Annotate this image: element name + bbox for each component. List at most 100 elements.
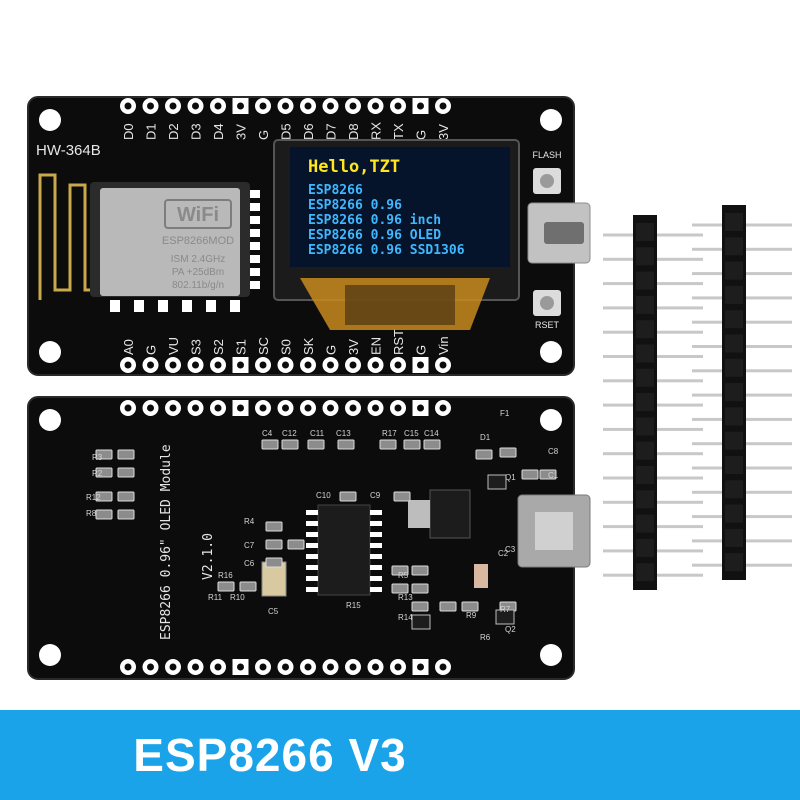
component-label: R4 (244, 517, 255, 526)
mount-hole (39, 644, 61, 666)
back-silk-title: ESP8266 0.96" OLED Module (159, 444, 174, 640)
component-label: C4 (262, 429, 273, 438)
component-label: C9 (370, 491, 381, 500)
pin-label: D5 (279, 123, 294, 140)
mount-hole (39, 341, 61, 363)
pin-label: S1 (234, 339, 249, 355)
pin-label: VU (166, 337, 181, 355)
pin-label: Vin (436, 336, 451, 355)
smd-component (95, 509, 113, 520)
smd-component (403, 439, 421, 450)
smd-component (439, 601, 457, 612)
component-label: C3 (505, 545, 516, 554)
smd-component (521, 469, 539, 480)
component-label: C15 (404, 429, 419, 438)
smd-component (95, 491, 113, 502)
oled-line-4: ESP8266 0.96 OLED (308, 228, 441, 243)
smd-component (265, 539, 283, 550)
oled-line-3: ESP8266 0.96 inch (308, 213, 441, 228)
component-label: C7 (244, 541, 255, 550)
pin-label: SK (301, 337, 316, 355)
pin-label: SC (256, 337, 271, 355)
pin-label: G (144, 345, 159, 355)
smd-component (411, 583, 429, 594)
component-label: R2 (92, 469, 103, 478)
smd-component (391, 565, 409, 576)
back-version: V2.1.0 (201, 533, 216, 580)
component-label: C11 (310, 429, 325, 438)
header-strip-right (692, 205, 792, 580)
module-spec-2: PA +25dBm (172, 267, 224, 278)
component-label: D1 (480, 433, 491, 442)
pin-label: TX (391, 123, 406, 140)
smd-component (499, 447, 517, 458)
pin-label: D8 (346, 123, 361, 140)
pin-label: RST (391, 329, 406, 355)
oled-line-2: ESP8266 0.96 (308, 198, 402, 213)
wifi-module: WiFi ESP8266MOD ISM 2.4GHz PA +25dBm 802… (90, 182, 250, 297)
pin-label: G (414, 130, 429, 140)
module-model: ESP8266MOD (162, 235, 234, 247)
component-label: R8 (86, 509, 97, 518)
component-label: C5 (268, 607, 279, 616)
header-strip-left (603, 215, 703, 590)
pin-label: 3V (436, 124, 451, 140)
transistor (411, 614, 431, 630)
transistor (495, 609, 515, 625)
usb-serial-chip (317, 504, 371, 596)
oled-line-1: ESP8266 (308, 183, 363, 198)
component-label: R5 (398, 571, 409, 580)
smd-component (117, 509, 135, 520)
component-label: Q2 (505, 625, 516, 634)
component-label: R14 (398, 613, 413, 622)
smd-component (287, 539, 305, 550)
component-label: R6 (480, 633, 491, 642)
oled-screen (290, 147, 510, 267)
back-board: ESP8266 0.96" OLED Module V2.1.0 R3R2R12… (27, 396, 591, 680)
smd-component (217, 581, 235, 592)
component-label: R16 (218, 571, 233, 580)
oled-display: Hello,TZT ESP8266 ESP8266 0.96 ESP8266 0… (273, 139, 520, 330)
component-label: R17 (382, 429, 397, 438)
component-label: C10 (316, 491, 331, 500)
pcb-antenna-icon (38, 173, 95, 300)
component-label: R7 (500, 605, 511, 614)
smd-component (265, 557, 283, 568)
wifi-logo-icon (164, 199, 232, 229)
pin-label: D1 (144, 123, 159, 140)
smd-component (423, 439, 441, 450)
product-banner: ESP8266 V3 (0, 710, 800, 800)
smd-component (307, 439, 325, 450)
pin-label: G (256, 130, 271, 140)
mount-hole (540, 341, 562, 363)
smd-component (391, 583, 409, 594)
component-label: R15 (346, 601, 361, 610)
component-label: C2 (498, 549, 509, 558)
pin-label: EN (369, 337, 384, 355)
smd-component (475, 449, 493, 460)
component-label: C6 (244, 559, 255, 568)
module-spec-1: ISM 2.4GHz (171, 254, 225, 265)
pin-label: D6 (301, 123, 316, 140)
flash-label: FLASH (532, 150, 561, 160)
wifi-logo-text: WiFi (177, 204, 219, 226)
banner-title: ESP8266 V3 (133, 729, 407, 781)
component-label: C12 (282, 429, 297, 438)
smd-component (461, 601, 479, 612)
pin-label: G (414, 345, 429, 355)
mount-hole (39, 109, 61, 131)
back-pcb (27, 396, 575, 680)
mount-hole (540, 109, 562, 131)
pin-label: D0 (121, 123, 136, 140)
transistor (487, 474, 507, 490)
smd-component (411, 601, 429, 612)
oled-title-line: Hello,TZT (308, 157, 400, 177)
component-label: C8 (548, 447, 559, 456)
pin-label: RX (369, 122, 384, 140)
pin-headers (603, 205, 792, 590)
pin-label: D3 (189, 123, 204, 140)
smd-component (95, 467, 113, 478)
pin-label: S0 (279, 339, 294, 355)
